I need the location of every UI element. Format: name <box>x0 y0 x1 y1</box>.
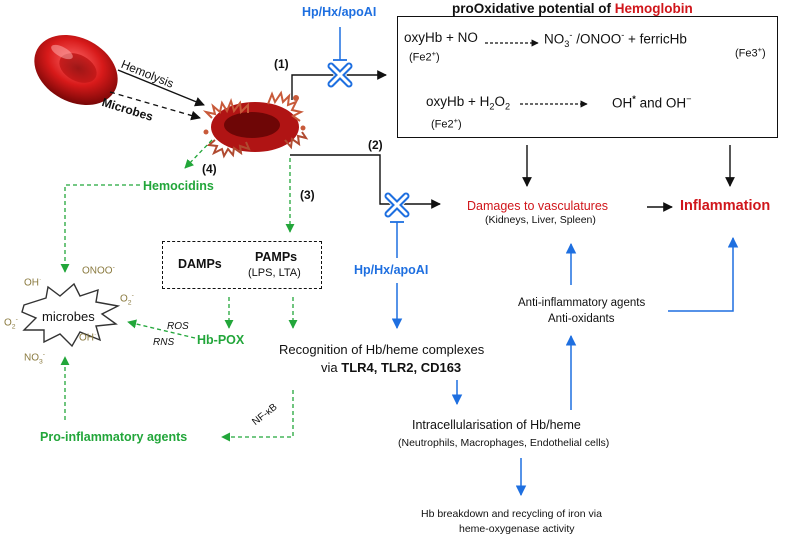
hydroxide-sup: − <box>686 94 692 104</box>
hemocidins-label: Hemocidins <box>143 179 214 193</box>
radical-onoo-sup: - <box>112 264 115 271</box>
inflammation-label: Inflammation <box>680 198 771 214</box>
reaction-2-fe2: (Fe2+) <box>431 117 462 131</box>
microbes-center-label: microbes <box>42 309 95 324</box>
fe2-sup: + <box>431 49 436 58</box>
step-1-label: (1) <box>274 57 289 71</box>
step-3-label: (3) <box>300 188 315 202</box>
damps-label: DAMPs <box>178 257 222 271</box>
inhibitor-mid-label: Hp/Hx/apoAI <box>354 263 429 277</box>
radical-onoo-text: ONOO <box>82 265 113 277</box>
fe3-sup: + <box>757 45 762 54</box>
recognition-receptors: TLR4, TLR2, CD163 <box>341 360 462 375</box>
rns-label: RNS <box>153 337 175 348</box>
hb-pox-label: Hb-POX <box>197 333 245 347</box>
reaction-1-no: + NO <box>446 30 478 45</box>
radical-no3-sup: - <box>42 351 46 358</box>
fe2-sup-2: + <box>453 116 458 125</box>
antiinfl-line-1: Anti-inflammatory agents <box>518 297 646 309</box>
lysed-red-blood-cell-icon <box>202 90 309 159</box>
block-cross-icon <box>326 61 354 89</box>
oxidative-reaction-box <box>397 16 778 138</box>
reaction-1-peroxynitrite-sup: - <box>621 30 625 40</box>
diagram-title: proOxidative potential of Hemoglobin <box>452 2 693 16</box>
recognition-via: via <box>321 360 338 375</box>
radical-dot: * <box>632 94 636 104</box>
title-highlight: Hemoglobin <box>614 1 693 16</box>
block-cross-icon <box>383 191 411 219</box>
radical-oh-top-text: OH <box>24 277 39 289</box>
radical-o2-right: O2- <box>120 292 134 307</box>
damps-pamps-box <box>162 241 322 289</box>
radical-o2-left-sup: - <box>15 316 18 323</box>
radical-oh-top: OH· <box>24 276 42 289</box>
reaction-2-o-sub: 2 <box>505 101 511 112</box>
reaction-1-nitrate-sub: 3 <box>564 39 570 50</box>
radical-no3: NO3- <box>24 351 46 366</box>
damages-label: Damages to vasculatures <box>467 199 609 213</box>
pro-inflammatory-label: Pro-inflammatory agents <box>40 430 188 444</box>
microbes-burst-icon <box>21 282 121 348</box>
hydroxyl-radical: OH <box>612 95 633 111</box>
reaction-2-h: + H <box>468 94 490 109</box>
reaction-1-nitrate: NO <box>544 31 565 47</box>
fe2-end-2: ) <box>458 118 462 131</box>
fe3-text: (Fe3 <box>735 47 758 60</box>
hydroxide-text: and OH <box>639 95 687 111</box>
reaction-1-reactant: oxyHb <box>404 30 443 45</box>
reaction-1: oxyHb + NO <box>404 31 478 45</box>
step-2-label: (2) <box>368 138 383 152</box>
radical-oh-mid: OH· <box>79 331 97 344</box>
radical-o2-right-text: O <box>120 293 128 305</box>
radical-o2-left: O2- <box>4 316 18 331</box>
reaction-2-o: O <box>494 94 506 109</box>
radical-no3-text: NO <box>24 352 39 364</box>
inhibitor-top-label: Hp/Hx/apoAI <box>302 5 377 19</box>
breakdown-line-1: Hb breakdown and recycling of iron via <box>421 508 602 520</box>
breakdown-line-2: heme-oxygenase activity <box>459 523 575 535</box>
fe3-end: ) <box>762 47 766 60</box>
intracell-line-2: (Neutrophils, Macrophages, Endothelial c… <box>398 437 610 449</box>
reaction-2-products: OH* and OH− <box>612 94 692 111</box>
fe2-end: ) <box>436 51 440 64</box>
radical-dot-2: · <box>94 331 97 338</box>
recognition-line-1: Recognition of Hb/heme complexes <box>279 342 485 357</box>
reaction-2-reactant: oxyHb <box>426 94 465 109</box>
damages-sub-label: (Kidneys, Liver, Spleen) <box>485 214 596 226</box>
reaction-2: oxyHb + H2O2 <box>426 95 510 112</box>
recognition-line-2: via TLR4, TLR2, CD163 <box>321 361 461 374</box>
radical-oh-mid-text: OH <box>79 332 94 344</box>
title-prefix: proOxidative potential of <box>452 1 615 16</box>
pamps-label: PAMPs <box>255 250 298 264</box>
radical-o2-right-sup: - <box>131 292 134 299</box>
reaction-1-fe2: (Fe2+) <box>409 50 440 64</box>
intracell-line-1: Intracellularisation of Hb/heme <box>412 418 581 432</box>
antiinfl-line-2: Anti-oxidants <box>548 313 615 325</box>
step-4-label: (4) <box>202 162 217 176</box>
radical-o2-left-sub: 2 <box>11 323 16 331</box>
ros-label: ROS <box>167 321 189 332</box>
radical-o2-right-sub: 2 <box>127 299 132 307</box>
fe2-text-2: (Fe2 <box>431 118 454 131</box>
reaction-1-peroxynitrite: /ONOO <box>576 31 622 47</box>
radical-o2-left-text: O <box>4 317 12 329</box>
reaction-1-products: NO3- /ONOO- + ferricHb <box>544 30 687 50</box>
radical-onoo: ONOO- <box>82 264 115 277</box>
red-blood-cell-icon <box>34 34 118 106</box>
reaction-1-ferrichb: + ferricHb <box>628 31 687 47</box>
radical-dot-1: · <box>39 276 42 283</box>
radical-no3-sub: 3 <box>39 358 43 366</box>
fe2-text: (Fe2 <box>409 51 432 64</box>
pamps-sub-label: (LPS, LTA) <box>248 267 301 279</box>
reaction-2-h-sub: 2 <box>489 101 495 112</box>
reaction-1-nitrate-sup: - <box>569 30 573 40</box>
reaction-1-fe3: (Fe3+) <box>735 46 766 60</box>
